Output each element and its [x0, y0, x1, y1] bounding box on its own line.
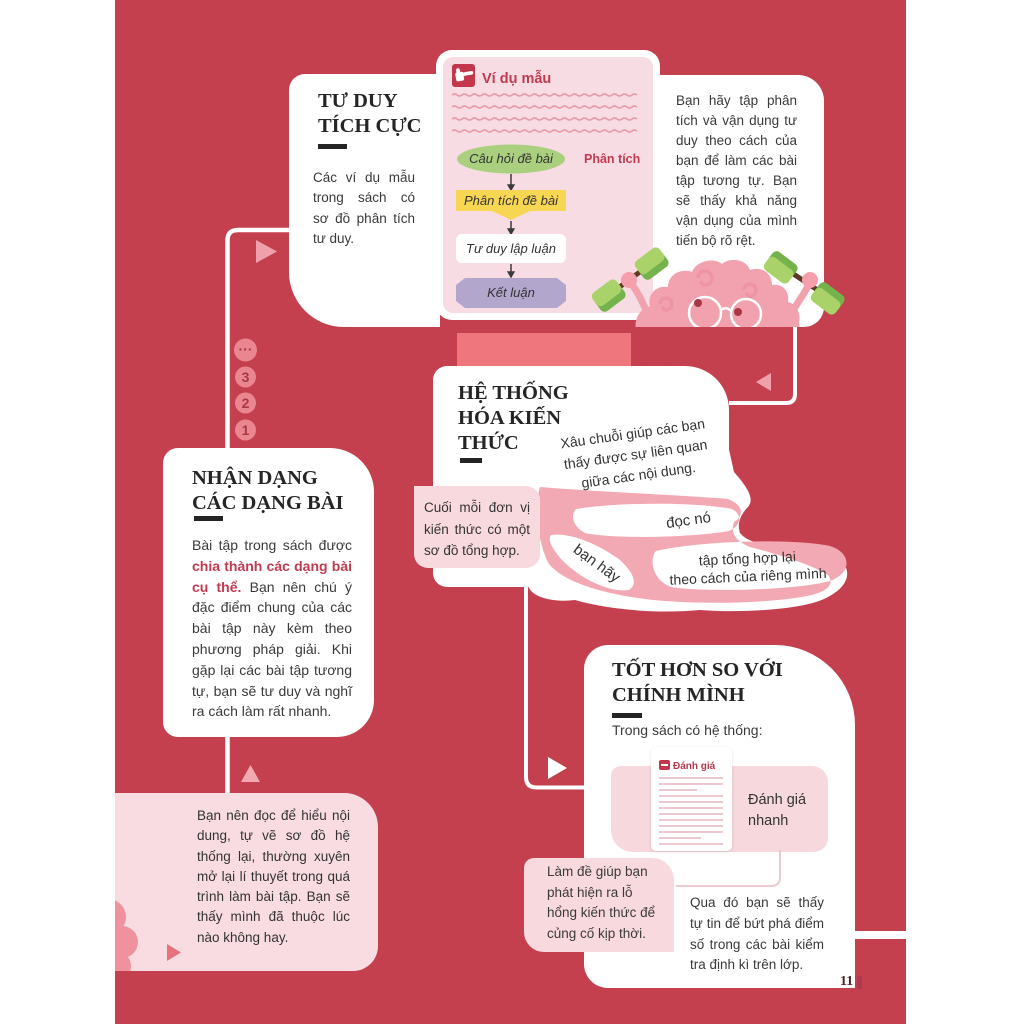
svg-text:Phân tích đề bài: Phân tích đề bài — [464, 193, 559, 208]
svg-text:3: 3 — [242, 369, 250, 385]
svg-text:Đánh giá: Đánh giá — [673, 761, 716, 772]
svg-text:1: 1 — [242, 422, 250, 438]
svg-text:Kết luận: Kết luận — [487, 285, 535, 300]
svg-text:Ví dụ mẫu: Ví dụ mẫu — [482, 70, 551, 87]
svg-text:Câu hỏi đề bài: Câu hỏi đề bài — [469, 151, 554, 166]
svg-text:2: 2 — [242, 395, 250, 411]
svg-text:Tư duy lập luận: Tư duy lập luận — [466, 241, 556, 256]
svg-text:···: ··· — [239, 341, 253, 357]
svg-text:Phân tích: Phân tích — [584, 152, 640, 166]
